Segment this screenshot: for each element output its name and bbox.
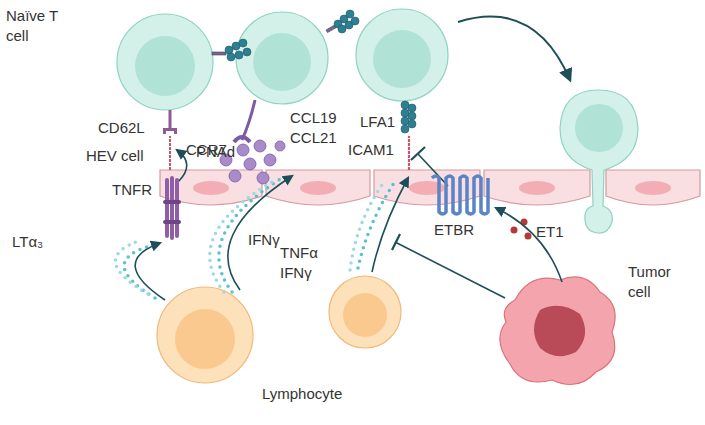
cd62l-pnad [163,110,187,182]
label-text: Tumor cell [628,262,680,302]
lfa1-icam1 [401,101,448,186]
label-text: CCL19 CCL21 [290,108,346,148]
label-text: CD62L [98,118,145,138]
signal-arrow [135,17,570,300]
tumor-cell [500,277,615,385]
label-text: Naïve T cell [6,6,61,46]
label-text: IFNγ [248,230,280,250]
label-text: TNFR [112,180,152,200]
label-text: ETBR [434,220,474,240]
label-text: ET1 [536,222,564,242]
ccr7-chemokine [220,100,285,184]
tnfr-receptor [163,176,181,240]
transmigrating-t-cell [560,90,638,233]
label-text: CCR7 [186,140,227,160]
label-text: LTα₃ [12,232,43,252]
cytokine-stream [115,178,396,298]
lymphocyte [157,276,401,383]
t-cell [117,9,448,110]
label-text: Lymphocyte [262,384,342,404]
label-text: LFA1 [360,112,395,132]
endothelium [160,170,700,205]
tcr-chain [212,10,359,61]
label-text: TNFα IFNγ [280,243,328,283]
etbr-receptor [432,176,488,214]
label-text: ICAM1 [348,140,394,160]
label-text: HEV cell [86,146,144,166]
